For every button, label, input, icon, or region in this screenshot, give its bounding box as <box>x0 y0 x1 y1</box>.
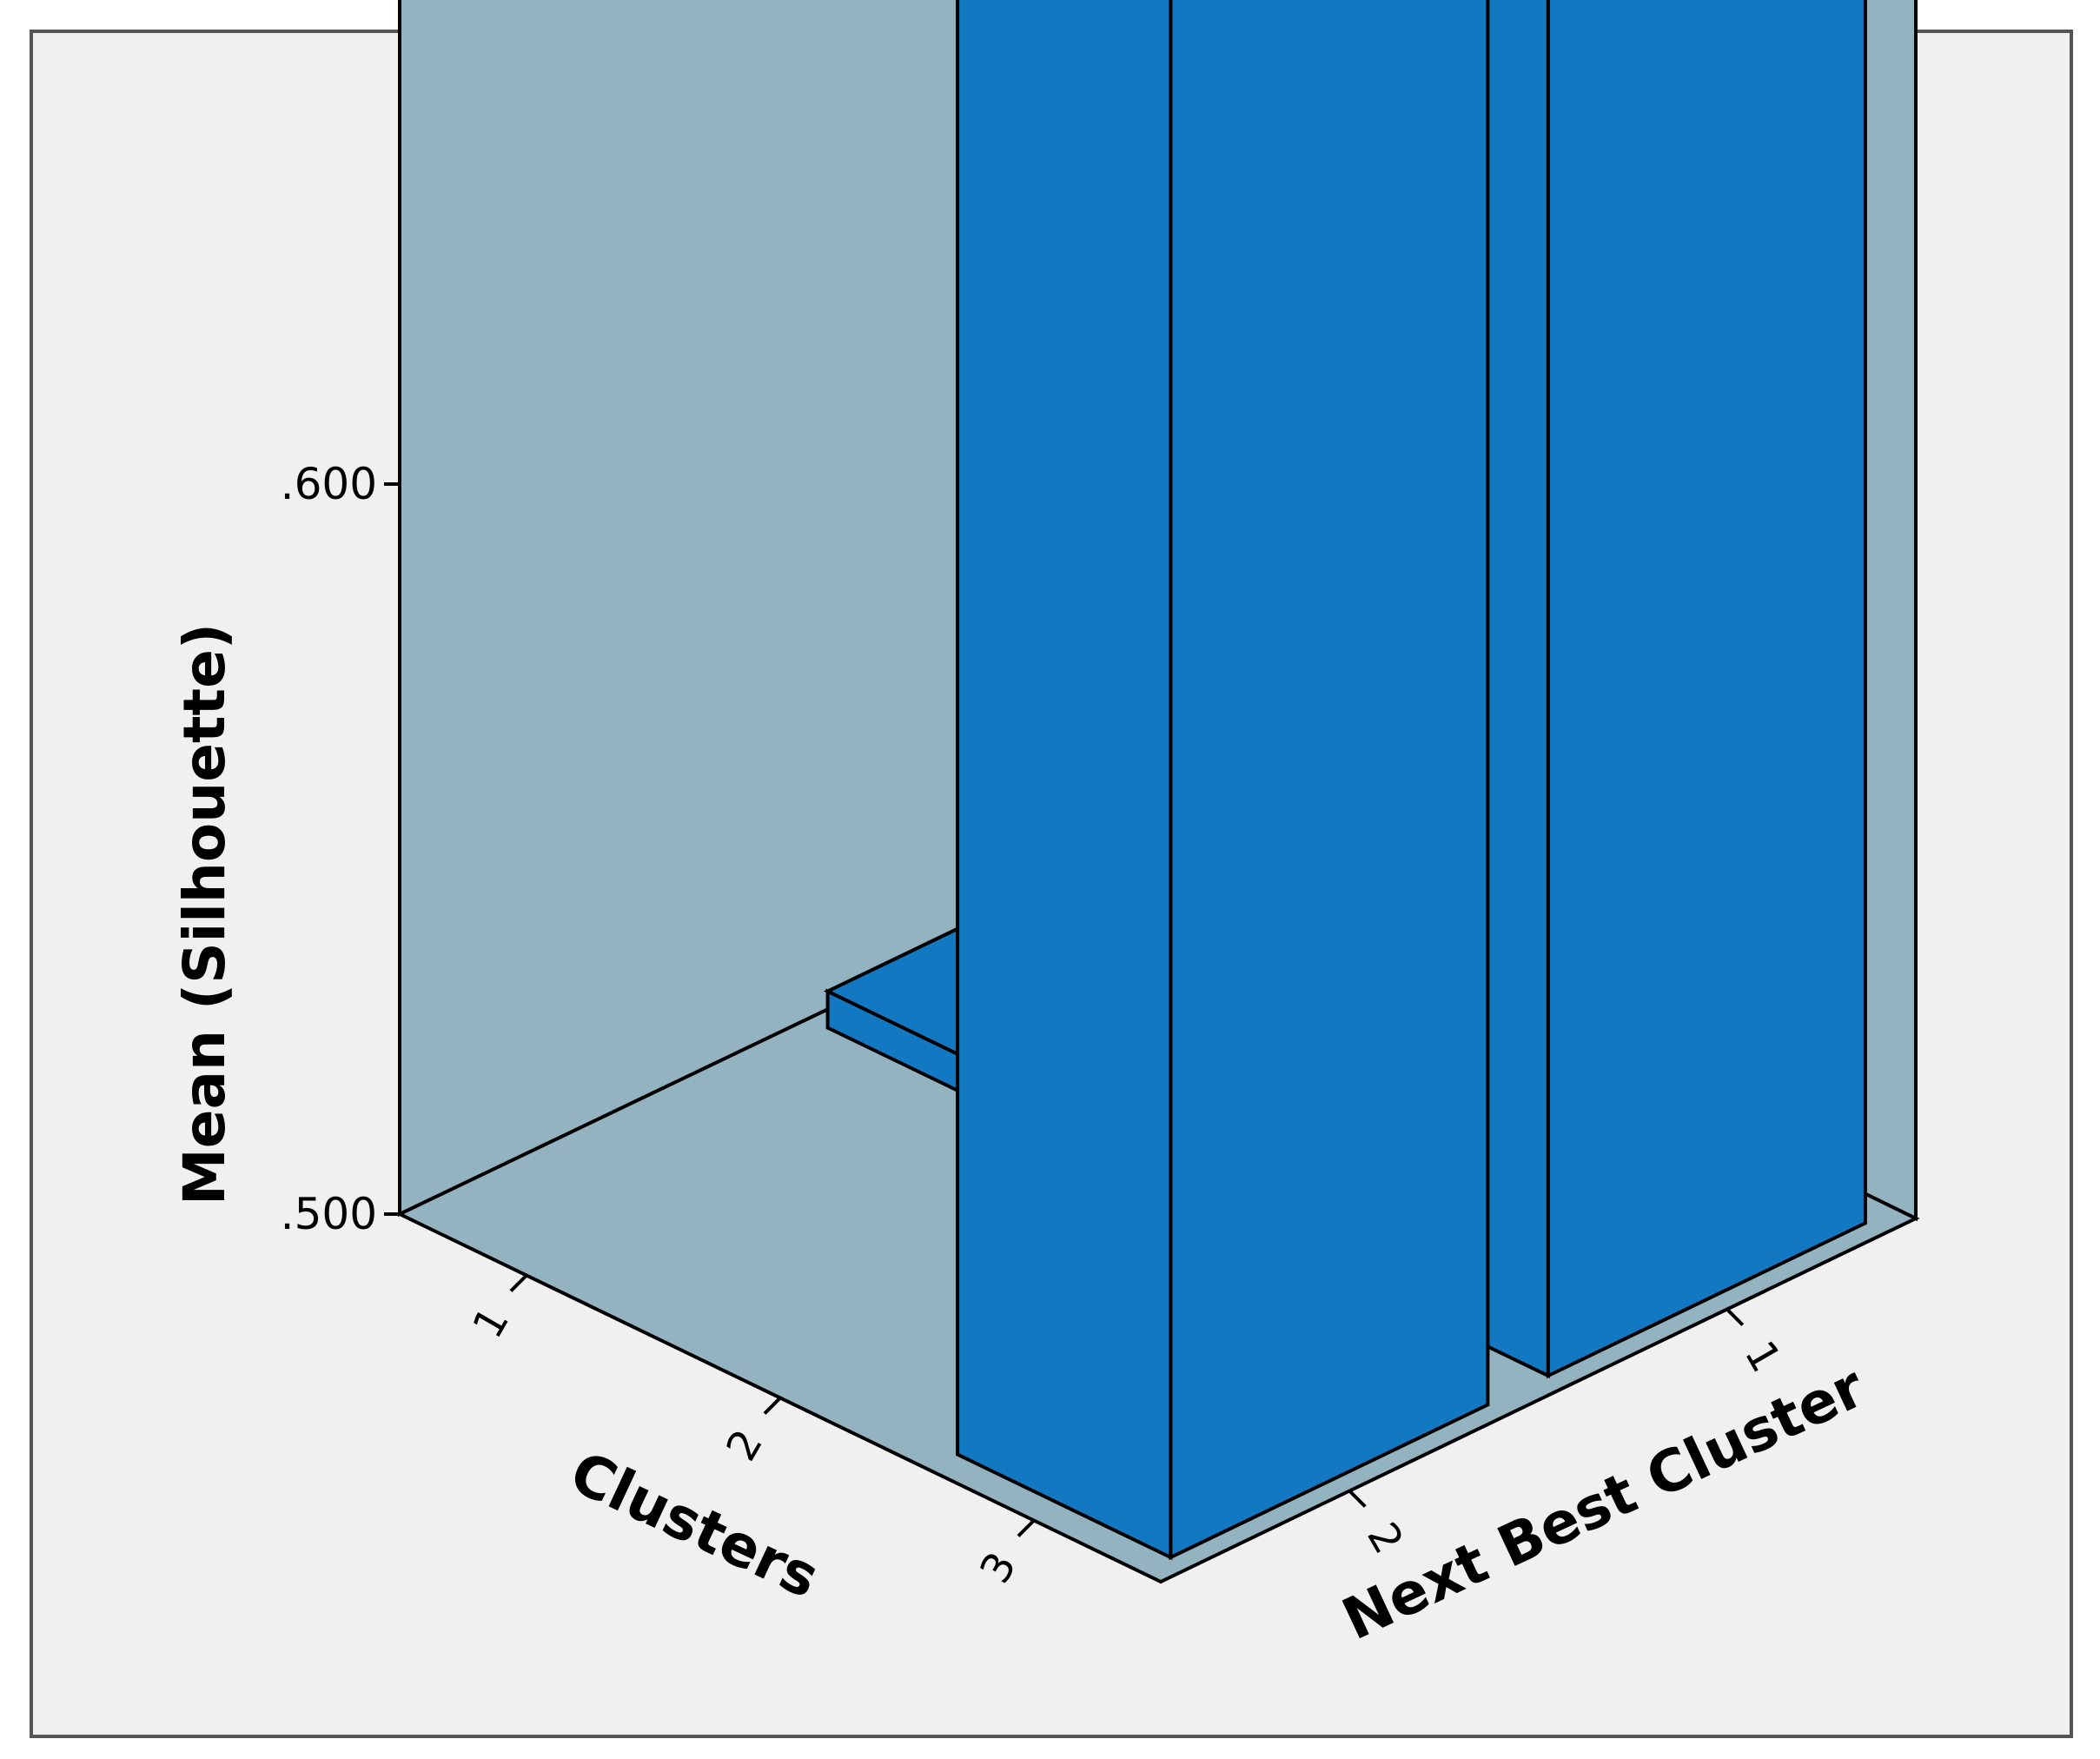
y-axis-title: Mean (Silhouette) <box>171 623 238 1205</box>
y-tick-label: .500 <box>281 1189 377 1239</box>
bar-face-side <box>1169 0 1490 1561</box>
z-tick <box>1726 1308 1745 1326</box>
x-tick <box>1017 1519 1036 1537</box>
y-tick-label: .600 <box>281 459 377 509</box>
z-tick <box>1348 1490 1367 1508</box>
bar-face-front <box>956 0 1173 1561</box>
bar-3-2 <box>956 0 1490 1561</box>
x-tick <box>509 1274 528 1292</box>
x-tick <box>763 1397 782 1415</box>
bar-face-side <box>1546 0 1867 1379</box>
bars-group <box>823 0 1867 1561</box>
